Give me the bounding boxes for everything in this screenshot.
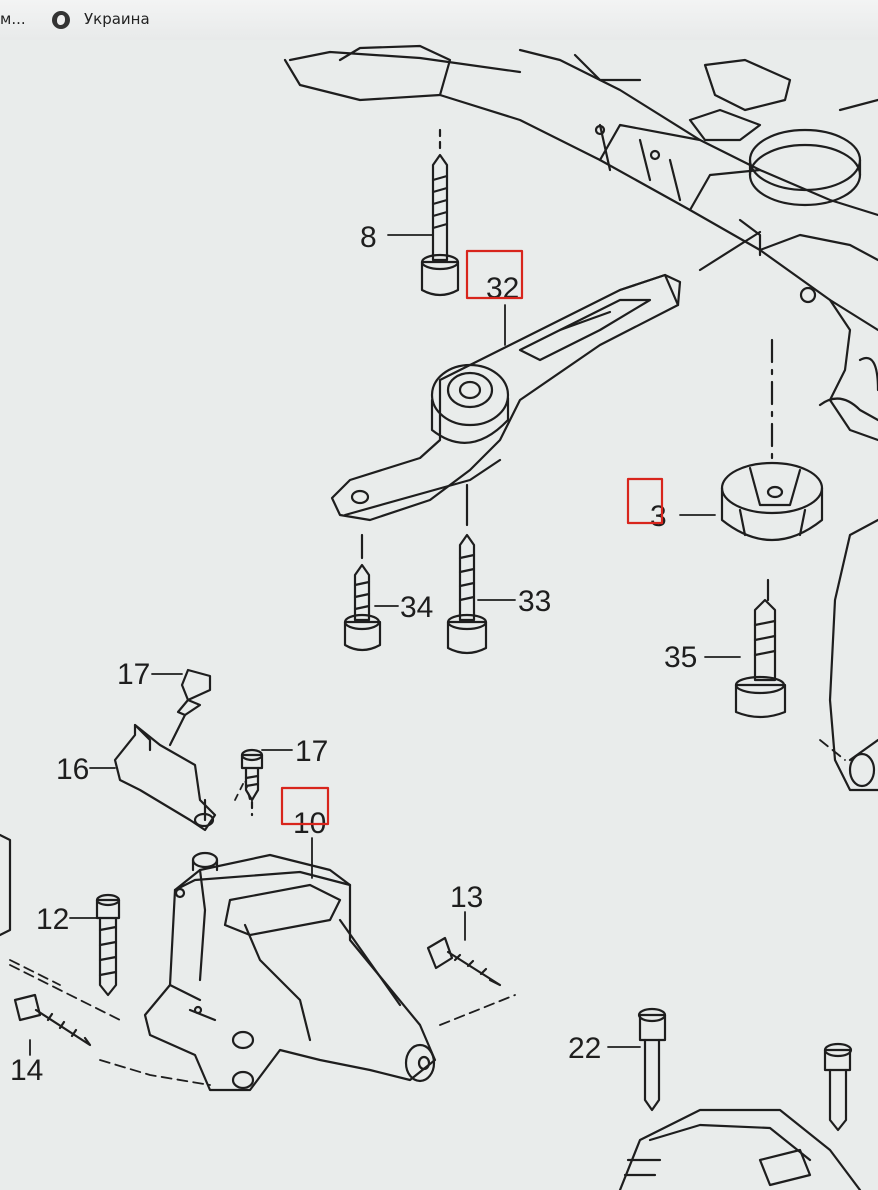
callout-17-top: 17 <box>117 658 150 691</box>
browser-top-bar: м... Украина <box>0 0 878 40</box>
highlight-box-3 <box>626 477 664 525</box>
callout-12: 12 <box>36 903 69 936</box>
callout-33: 33 <box>518 585 551 618</box>
parts-diagram: 8 32 34 33 3 35 17 16 17 10 12 13 14 22 <box>0 44 878 1190</box>
callout-13: 13 <box>450 881 483 914</box>
callout-35: 35 <box>664 641 697 674</box>
bushing-mount <box>720 338 824 602</box>
callout-labels: 8 32 34 33 3 35 17 16 17 10 12 13 14 22 <box>10 221 697 1087</box>
highlight-boxes <box>280 249 664 826</box>
leader-lines <box>9 234 846 1086</box>
heat-shield <box>113 723 217 832</box>
callout-34: 34 <box>400 591 433 624</box>
callout-32: 32 <box>486 272 519 305</box>
callout-14: 14 <box>10 1054 43 1087</box>
control-unit <box>618 1108 862 1190</box>
callout-17-middle: 17 <box>295 735 328 768</box>
callout-3: 3 <box>650 500 667 533</box>
highlight-box-32 <box>465 249 524 300</box>
truncated-tab-label[interactable]: м... <box>0 10 26 28</box>
country-label[interactable]: Украина <box>84 10 150 28</box>
highlight-box-10 <box>280 786 330 826</box>
bolts <box>0 128 853 1132</box>
callout-8: 8 <box>360 221 377 254</box>
side-bracket <box>828 518 878 792</box>
torque-rod <box>330 230 762 522</box>
engine-mount <box>143 851 437 1092</box>
subframe <box>283 44 878 442</box>
callout-16: 16 <box>56 753 89 786</box>
callout-22: 22 <box>568 1032 601 1065</box>
globe-icon <box>52 11 70 29</box>
